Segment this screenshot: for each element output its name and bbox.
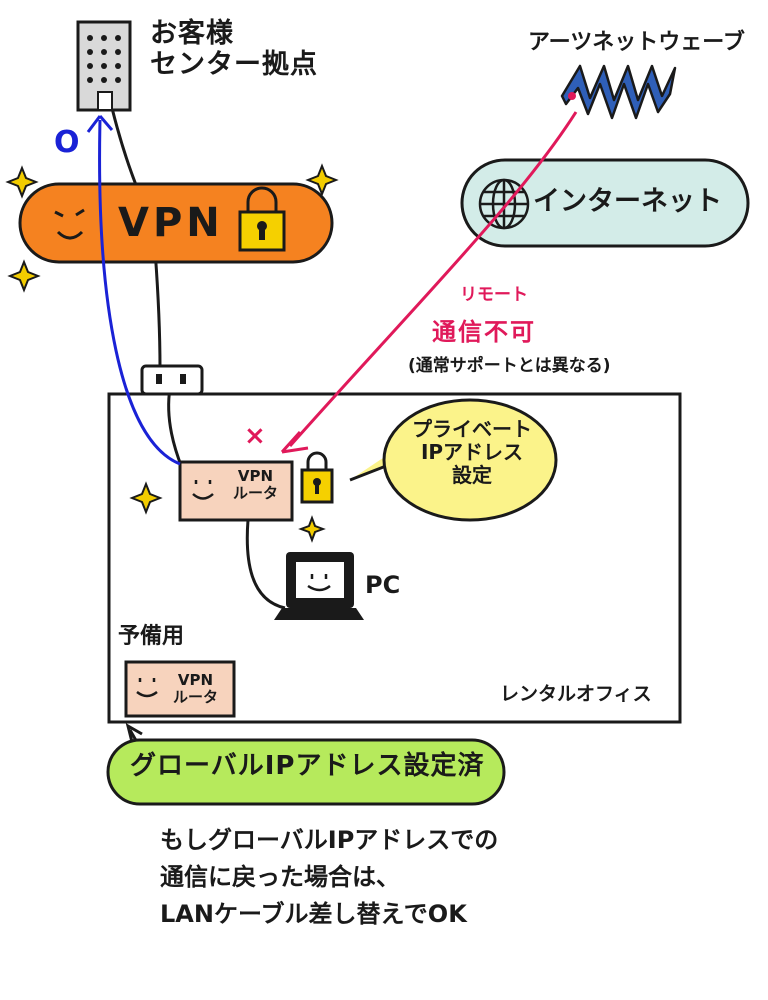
wave-icon — [560, 64, 677, 120]
ok-mark: O — [54, 125, 80, 160]
fallback-note-line2: 通信に戻った場合は、 — [160, 863, 400, 892]
hq-vpn-cable — [110, 107, 140, 191]
fallback-note: もしグローバルIPアドレスでの 通信に戻った場合は、 LANケーブル差し替えでO… — [160, 822, 498, 934]
ng-mark: × — [244, 421, 266, 451]
lock-icon — [238, 186, 286, 252]
remote-label: リモート — [460, 285, 528, 305]
remote-note: (通常サポートとは異なる) — [408, 356, 611, 376]
global-ip-bubble — [106, 722, 506, 806]
private-ip-line1: プライベート — [412, 417, 532, 441]
outlet-router-cable — [167, 387, 184, 469]
laptop-icon[interactable] — [274, 552, 364, 620]
spare-label: 予備用 — [118, 624, 185, 649]
hq-label: お客様 センター拠点 — [150, 18, 318, 80]
router-label: VPN ルータ — [233, 467, 279, 503]
vpn-router[interactable] — [178, 460, 294, 522]
spare-router-line2: ルータ — [173, 688, 219, 707]
wave-label: アーツネットウェーブ — [528, 30, 745, 55]
sparkle-icon — [5, 163, 339, 543]
pc-label: PC — [365, 571, 401, 599]
private-ip-line3: 設定 — [452, 463, 492, 487]
hq-label-line1: お客様 — [150, 18, 234, 49]
office-frame — [107, 392, 682, 724]
vpn-outlet-cable — [153, 249, 162, 369]
building-icon — [76, 20, 132, 112]
fallback-note-line1: もしグローバルIPアドレスでの — [160, 826, 499, 854]
remote-unavailable-label: 通信不可 — [432, 318, 536, 346]
remote-arrowhead — [280, 430, 309, 454]
internet-cloud — [460, 158, 750, 248]
spare-router-label: VPN ルータ — [173, 671, 219, 707]
router-label-line1: VPN — [237, 467, 274, 485]
router-label-line2: ルータ — [233, 484, 279, 503]
power-outlet-icon — [140, 364, 204, 396]
spare-router-line1: VPN — [177, 671, 214, 689]
router-pc-cable — [245, 519, 286, 610]
smile-face-icon — [54, 208, 85, 240]
spare-vpn-router[interactable] — [124, 660, 236, 718]
router-face-icon — [192, 480, 214, 500]
internet-label: インターネット — [533, 186, 722, 217]
fallback-note-line3: LANケーブル差し替えでOK — [160, 900, 467, 929]
router-lock-icon — [300, 451, 334, 504]
private-ip-line2: IPアドレス — [420, 440, 524, 464]
vpn-connection-line — [98, 119, 181, 466]
private-ip-label: プライベート IPアドレス 設定 — [412, 418, 532, 487]
spare-router-face-icon — [136, 678, 158, 698]
vpn-label: VPN — [118, 200, 224, 246]
office-label: レンタルオフィス — [500, 683, 652, 705]
private-ip-bubble — [349, 398, 558, 522]
vpn-arrowhead — [86, 115, 114, 133]
hq-label-line2: センター拠点 — [150, 49, 318, 81]
remote-connection-line — [288, 111, 578, 447]
global-ip-label: グローバルIPアドレス設定済 — [130, 751, 485, 781]
